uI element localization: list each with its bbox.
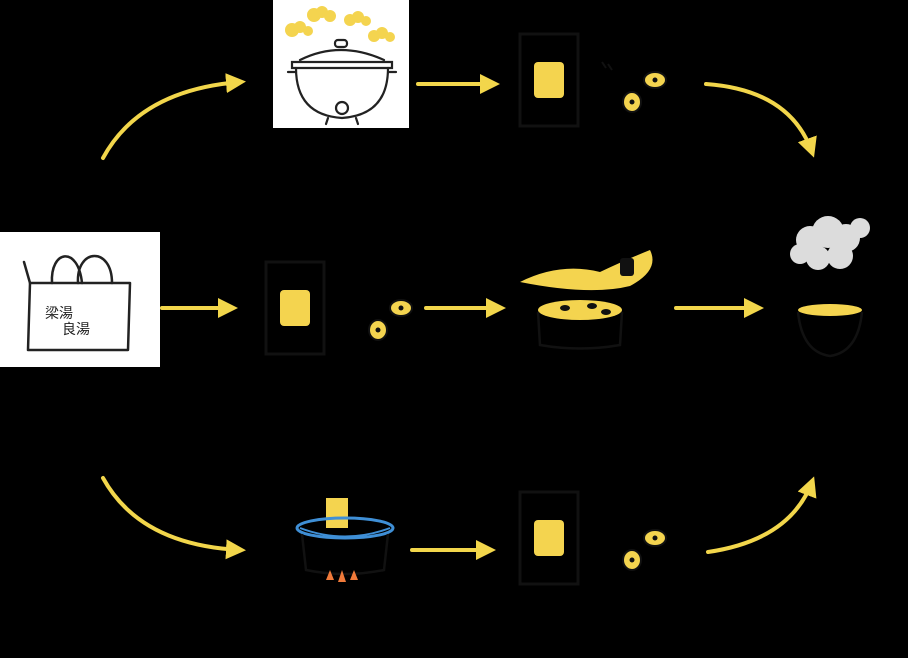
shopping-bag-icon: 梁湯 良湯 [22, 254, 132, 352]
bag-brand-text: 梁湯 [45, 305, 73, 322]
pouch-3-icon [518, 490, 667, 586]
pouch-2-icon [264, 260, 413, 356]
bag-card [0, 232, 160, 367]
arrow-pouch1-to-bowl [704, 82, 817, 158]
bag-brand-text-2: 良湯 [62, 321, 90, 338]
arrow-bag-to-stove [101, 476, 246, 560]
hotpot-steam-icon [520, 250, 653, 350]
soup-bowl-icon [790, 216, 870, 358]
arrow-pouch3-to-bowl [706, 476, 817, 554]
stove-pot-icon [295, 498, 395, 582]
arrow-bag-to-cooker [101, 73, 246, 160]
rice-cooker-icon [285, 6, 398, 126]
pouch-1-icon [518, 32, 667, 128]
rice-cooker-card [273, 0, 409, 128]
